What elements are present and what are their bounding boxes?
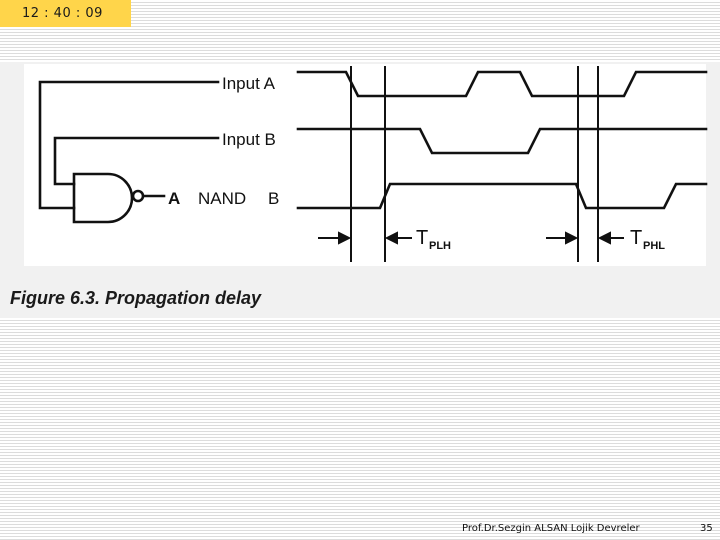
nand-gate-body xyxy=(72,172,134,224)
page-number: 35 xyxy=(700,523,713,534)
footer-author: Prof.Dr.Sezgin ALSAN Lojik Devreler xyxy=(462,523,640,534)
label-input-b: Input B xyxy=(222,130,276,149)
label-tphl-sub: PHL xyxy=(643,240,665,252)
waveform-input-b xyxy=(296,127,708,155)
diagram-background xyxy=(24,64,706,266)
arrow-tplh-right-head xyxy=(384,231,398,245)
clock-time: 12 : 40 : 09 xyxy=(22,6,103,21)
arrow-tphl-right-head xyxy=(597,231,611,245)
nand-bubble xyxy=(131,189,145,203)
label-output-a: A xyxy=(168,189,180,208)
waveform-input-a xyxy=(296,70,708,98)
waveform-nand-output xyxy=(296,182,708,210)
label-tplh-main: T xyxy=(416,227,428,249)
figure-caption: Figure 6.3. Propagation delay xyxy=(10,288,262,308)
wire-input-a xyxy=(38,80,220,210)
label-tphl-main: T xyxy=(630,227,642,249)
wire-input-b xyxy=(53,136,220,186)
label-output-b: B xyxy=(268,189,279,208)
label-input-a: Input A xyxy=(222,74,276,93)
label-output-nand: NAND xyxy=(198,189,246,208)
arrow-tplh-left-head xyxy=(338,231,352,245)
arrow-tphl-left-head xyxy=(565,231,579,245)
clock-display: 12 : 40 : 09 xyxy=(0,0,131,27)
label-tplh-sub: PLH xyxy=(429,240,451,252)
